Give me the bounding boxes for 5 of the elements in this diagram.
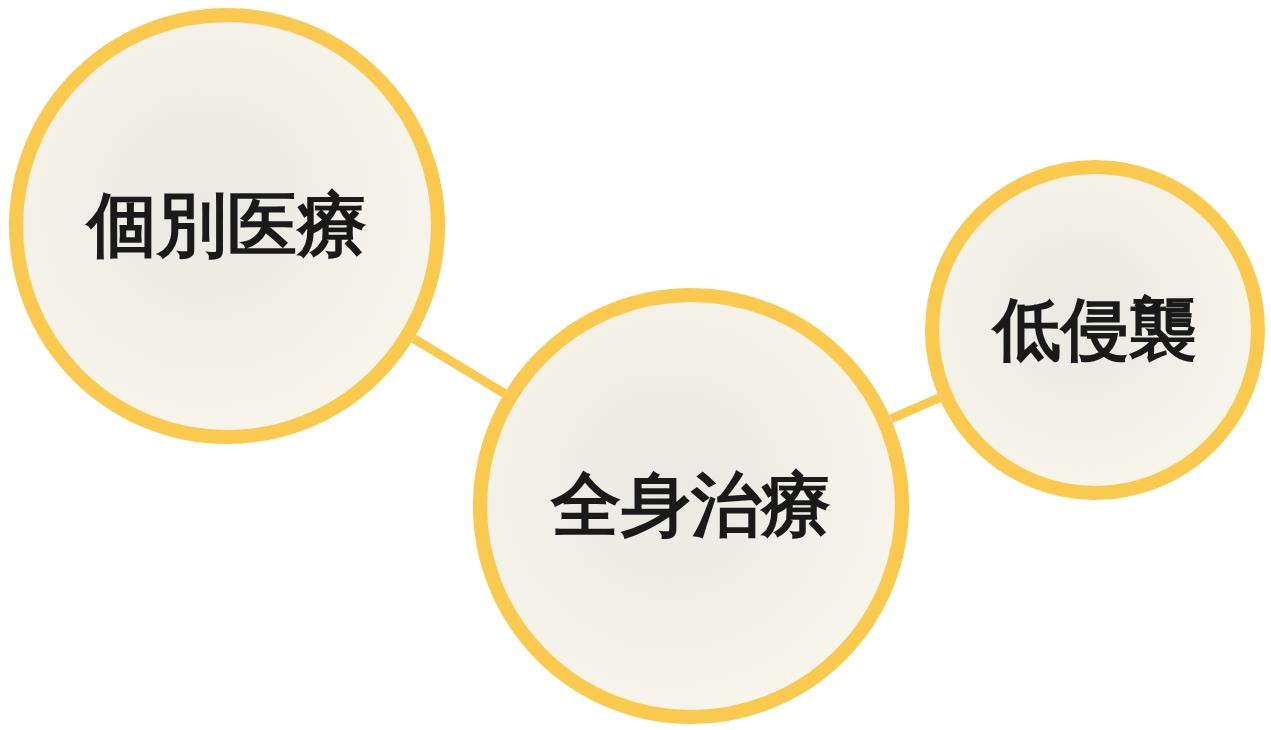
circle-label: 個別医療 xyxy=(87,182,367,268)
circle-label: 全身治療 xyxy=(551,462,831,548)
circle-label: 低侵襲 xyxy=(993,287,1197,371)
connector-line xyxy=(889,393,941,424)
connector-line xyxy=(411,334,507,398)
